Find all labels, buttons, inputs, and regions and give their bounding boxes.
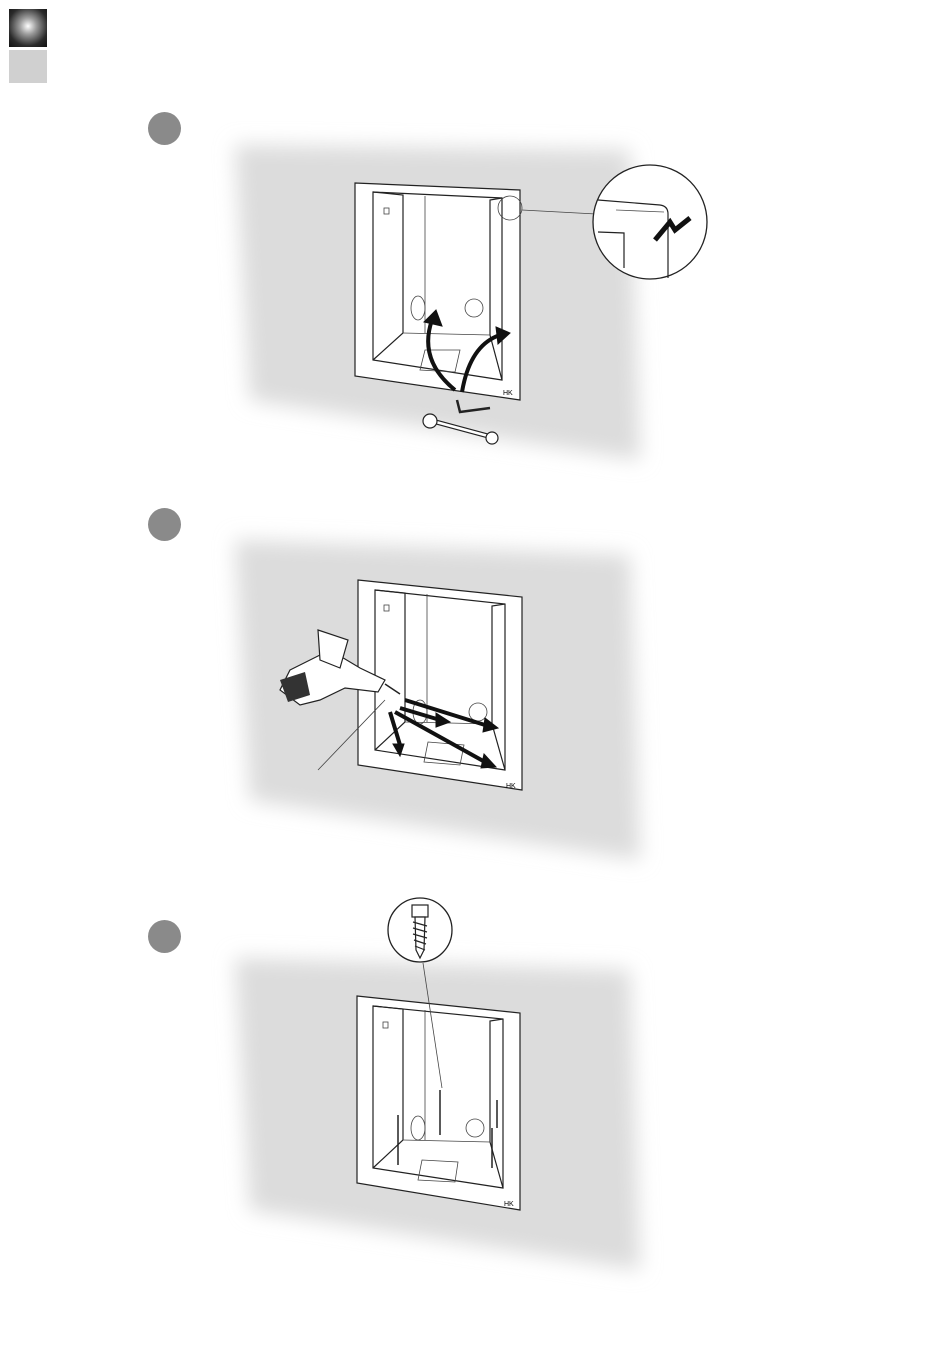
- step-3-illustration: HK: [0, 0, 950, 1300]
- frame-mark: HK: [504, 1201, 514, 1208]
- flap-frame-illustration: HK: [357, 996, 520, 1210]
